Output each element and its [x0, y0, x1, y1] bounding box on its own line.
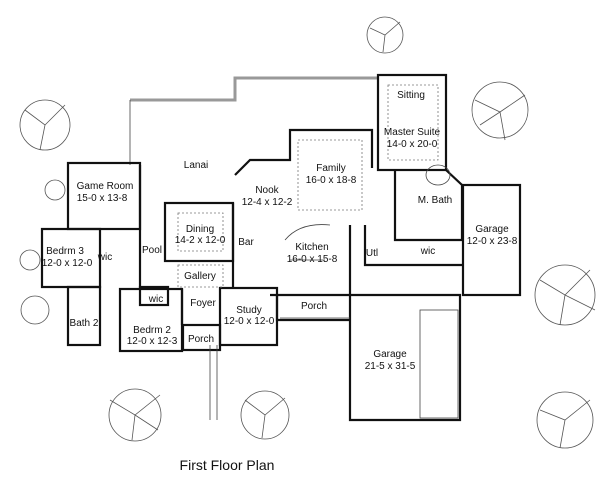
util-label: Utl: [366, 248, 378, 259]
game-room-size: 15-0 x 13-8: [77, 193, 128, 204]
bath2-label: Bath 2: [70, 318, 99, 329]
plan-title: First Floor Plan: [180, 457, 275, 473]
master-suite-label: Master Suite: [384, 127, 441, 138]
tree-icon: [534, 264, 596, 326]
m-bath-label: M. Bath: [418, 195, 452, 206]
study-size: 12-0 x 12-0: [224, 316, 275, 327]
dining-size: 14-2 x 12-0: [175, 235, 226, 246]
porch-rear-label: Porch: [301, 301, 327, 312]
porch-front-label: Porch: [188, 334, 214, 345]
kitchen-size: 16-0 x 15-8: [287, 254, 338, 265]
room-labels: Lanai Sitting Master Suite 14-0 x 20-0 F…: [42, 90, 518, 372]
family-label: Family: [316, 163, 345, 174]
garage-small-label: Garage: [475, 224, 509, 235]
walls: [40, 73, 522, 422]
wic-master-label: wic: [420, 246, 435, 257]
lanai-roof: [130, 76, 378, 102]
garage-large-label: Garage: [373, 349, 407, 360]
tree-icon: [471, 81, 529, 141]
kitchen-label: Kitchen: [295, 242, 328, 253]
bedrm2-size: 12-0 x 12-3: [127, 336, 178, 347]
game-room-label: Game Room: [77, 181, 134, 192]
lanai-label: Lanai: [184, 160, 208, 171]
wic3-label: wic: [97, 252, 112, 263]
sitting-label: Sitting: [397, 90, 425, 101]
tree-icon: [19, 179, 66, 325]
gallery-label: Gallery: [184, 271, 216, 282]
fixtures: [177, 84, 459, 420]
pool-label: Pool: [142, 245, 162, 256]
tree-icon: [19, 99, 71, 151]
bar-label: Bar: [238, 237, 254, 248]
tree-icon: [536, 391, 594, 449]
tree-icon: [366, 16, 404, 54]
study-label: Study: [236, 305, 262, 316]
wic2-label: wic: [148, 294, 163, 305]
nook-size: 12-4 x 12-2: [242, 197, 293, 208]
garage-small-size: 12-0 x 23-8: [467, 236, 518, 247]
foyer-label: Foyer: [190, 298, 216, 309]
nook-label: Nook: [255, 185, 279, 196]
bedrm2-label: Bedrm 2: [133, 325, 171, 336]
bedrm3-label: Bedrm 3: [46, 246, 84, 257]
tree-icon: [108, 388, 162, 442]
garage-large-size: 21-5 x 31-5: [365, 361, 416, 372]
dining-label: Dining: [186, 224, 214, 235]
family-size: 16-0 x 18-8: [306, 175, 357, 186]
bedrm3-size: 12-0 x 12-0: [42, 258, 93, 269]
master-suite-size: 14-0 x 20-0: [387, 139, 438, 150]
tree-icons: [19, 16, 596, 449]
tree-icon: [240, 390, 290, 440]
